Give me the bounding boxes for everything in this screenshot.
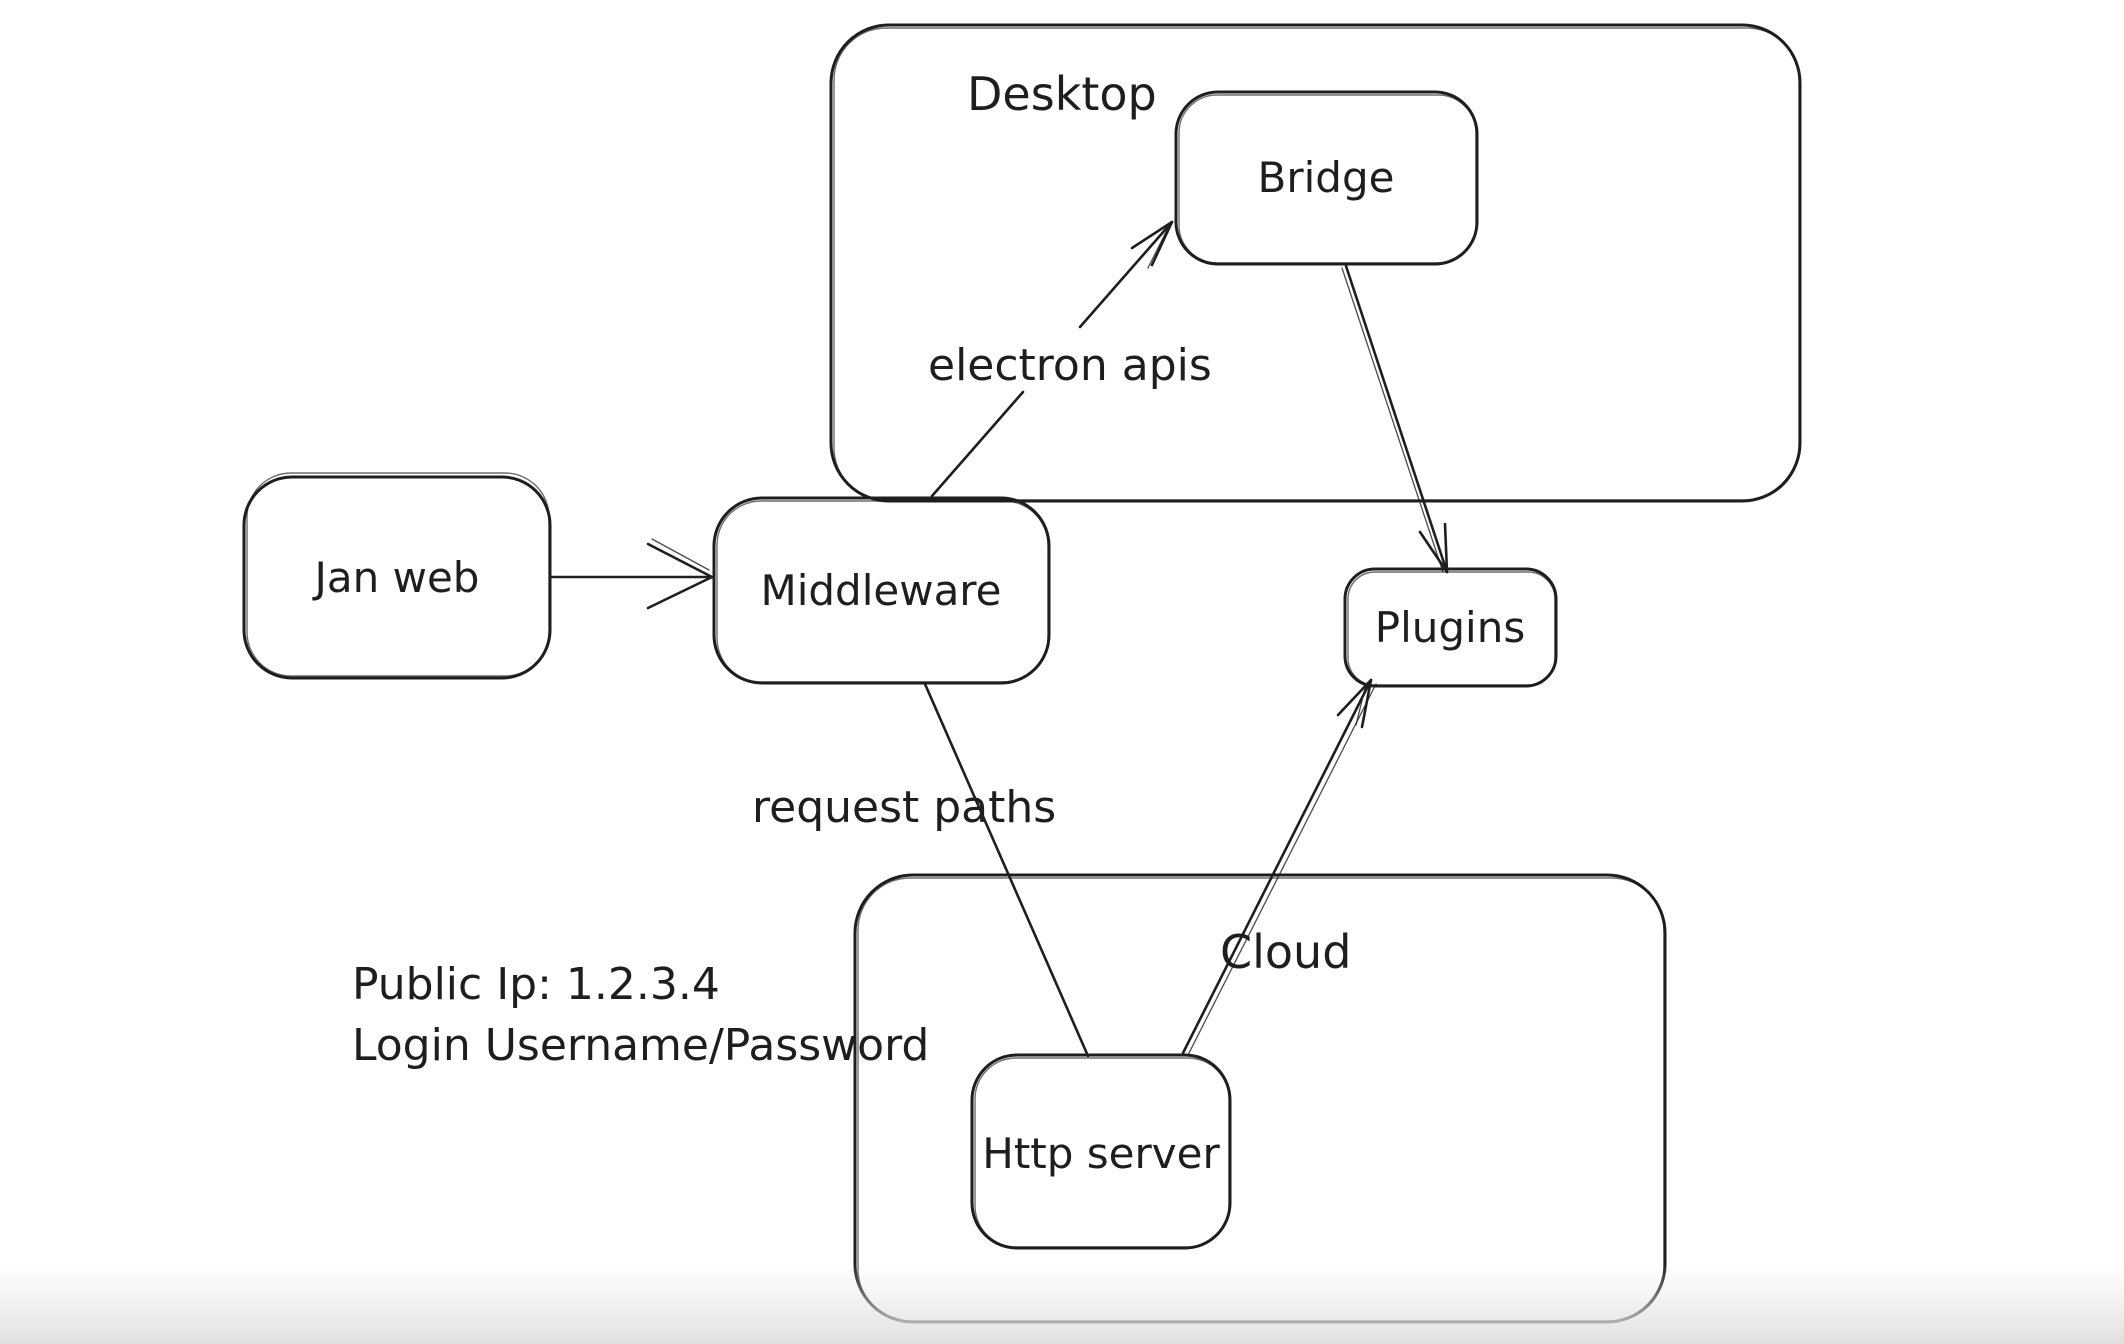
node-plugins-label: Plugins (1375, 603, 1525, 652)
node-http-server: Http server (970, 1053, 1232, 1250)
edge-janweb-to-middleware (549, 538, 714, 610)
edge-httpserver-to-plugins-arrowhead-icon (1336, 678, 1373, 729)
edge-httpserver-to-plugins-line (1181, 678, 1373, 1055)
node-middleware: Middleware (712, 496, 1051, 685)
node-middleware-outline (712, 496, 1051, 685)
node-plugins-outline (1343, 567, 1558, 688)
bottom-fade-strip (0, 1262, 2124, 1344)
edge-middleware-to-bridge-arrowhead-echo (1147, 227, 1169, 269)
edge-janweb-to-middleware-arrowhead-echo (651, 538, 710, 571)
edge-middleware-to-bridge: electron apis (928, 220, 1212, 498)
node-bridge-outline (1174, 90, 1479, 266)
edge-middleware-to-httpserver-line (923, 682, 1090, 1058)
cloud-container: Cloud (853, 873, 1667, 1324)
desktop-container-label: Desktop (967, 67, 1157, 121)
edge-label-request-paths: request paths (752, 782, 1056, 833)
edge-janweb-to-middleware-arrowhead-icon (646, 542, 714, 610)
annotation-login: Login Username/Password (352, 1020, 929, 1071)
node-http-server-outline (970, 1053, 1232, 1250)
node-plugins: Plugins (1343, 567, 1558, 688)
annotation-public-ip: Public Ip: 1.2.3.4 (352, 959, 720, 1010)
node-bridge-outline-echo (1178, 94, 1477, 264)
edge-httpserver-to-plugins (1181, 678, 1377, 1056)
edge-label-electron-apis: electron apis (928, 340, 1212, 391)
node-http-server-outline-echo (974, 1057, 1230, 1248)
desktop-container-outline-echo (833, 27, 1800, 501)
edge-bridge-to-plugins (1341, 264, 1449, 574)
node-jan-web-outline (242, 475, 552, 680)
edge-middleware-to-bridge-arrowhead-icon (1130, 220, 1174, 267)
node-plugins-outline-echo (1347, 571, 1556, 686)
node-bridge-label: Bridge (1258, 153, 1395, 202)
edge-httpserver-to-plugins-arrowhead-echo (1355, 683, 1367, 726)
node-bridge: Bridge (1174, 90, 1479, 266)
edge-bridge-to-plugins-line (1344, 264, 1449, 574)
edge-bridge-to-plugins-line-echo (1341, 267, 1444, 573)
node-middleware-outline-echo (716, 500, 1049, 683)
annotation-block: Public Ip: 1.2.3.4 Login Username/Passwo… (352, 959, 929, 1071)
node-jan-web-outline-echo (246, 472, 550, 677)
desktop-container-outline (829, 23, 1802, 503)
desktop-container: Desktop (829, 23, 1802, 503)
node-http-server-label: Http server (982, 1129, 1220, 1178)
edge-middleware-to-bridge-line (930, 220, 1174, 498)
edge-httpserver-to-plugins-line-echo (1187, 683, 1377, 1056)
node-jan-web: Jan web (242, 472, 552, 680)
node-jan-web-label: Jan web (312, 553, 480, 602)
edge-middleware-to-httpserver: request paths (752, 682, 1090, 1058)
node-middleware-label: Middleware (760, 566, 1001, 615)
